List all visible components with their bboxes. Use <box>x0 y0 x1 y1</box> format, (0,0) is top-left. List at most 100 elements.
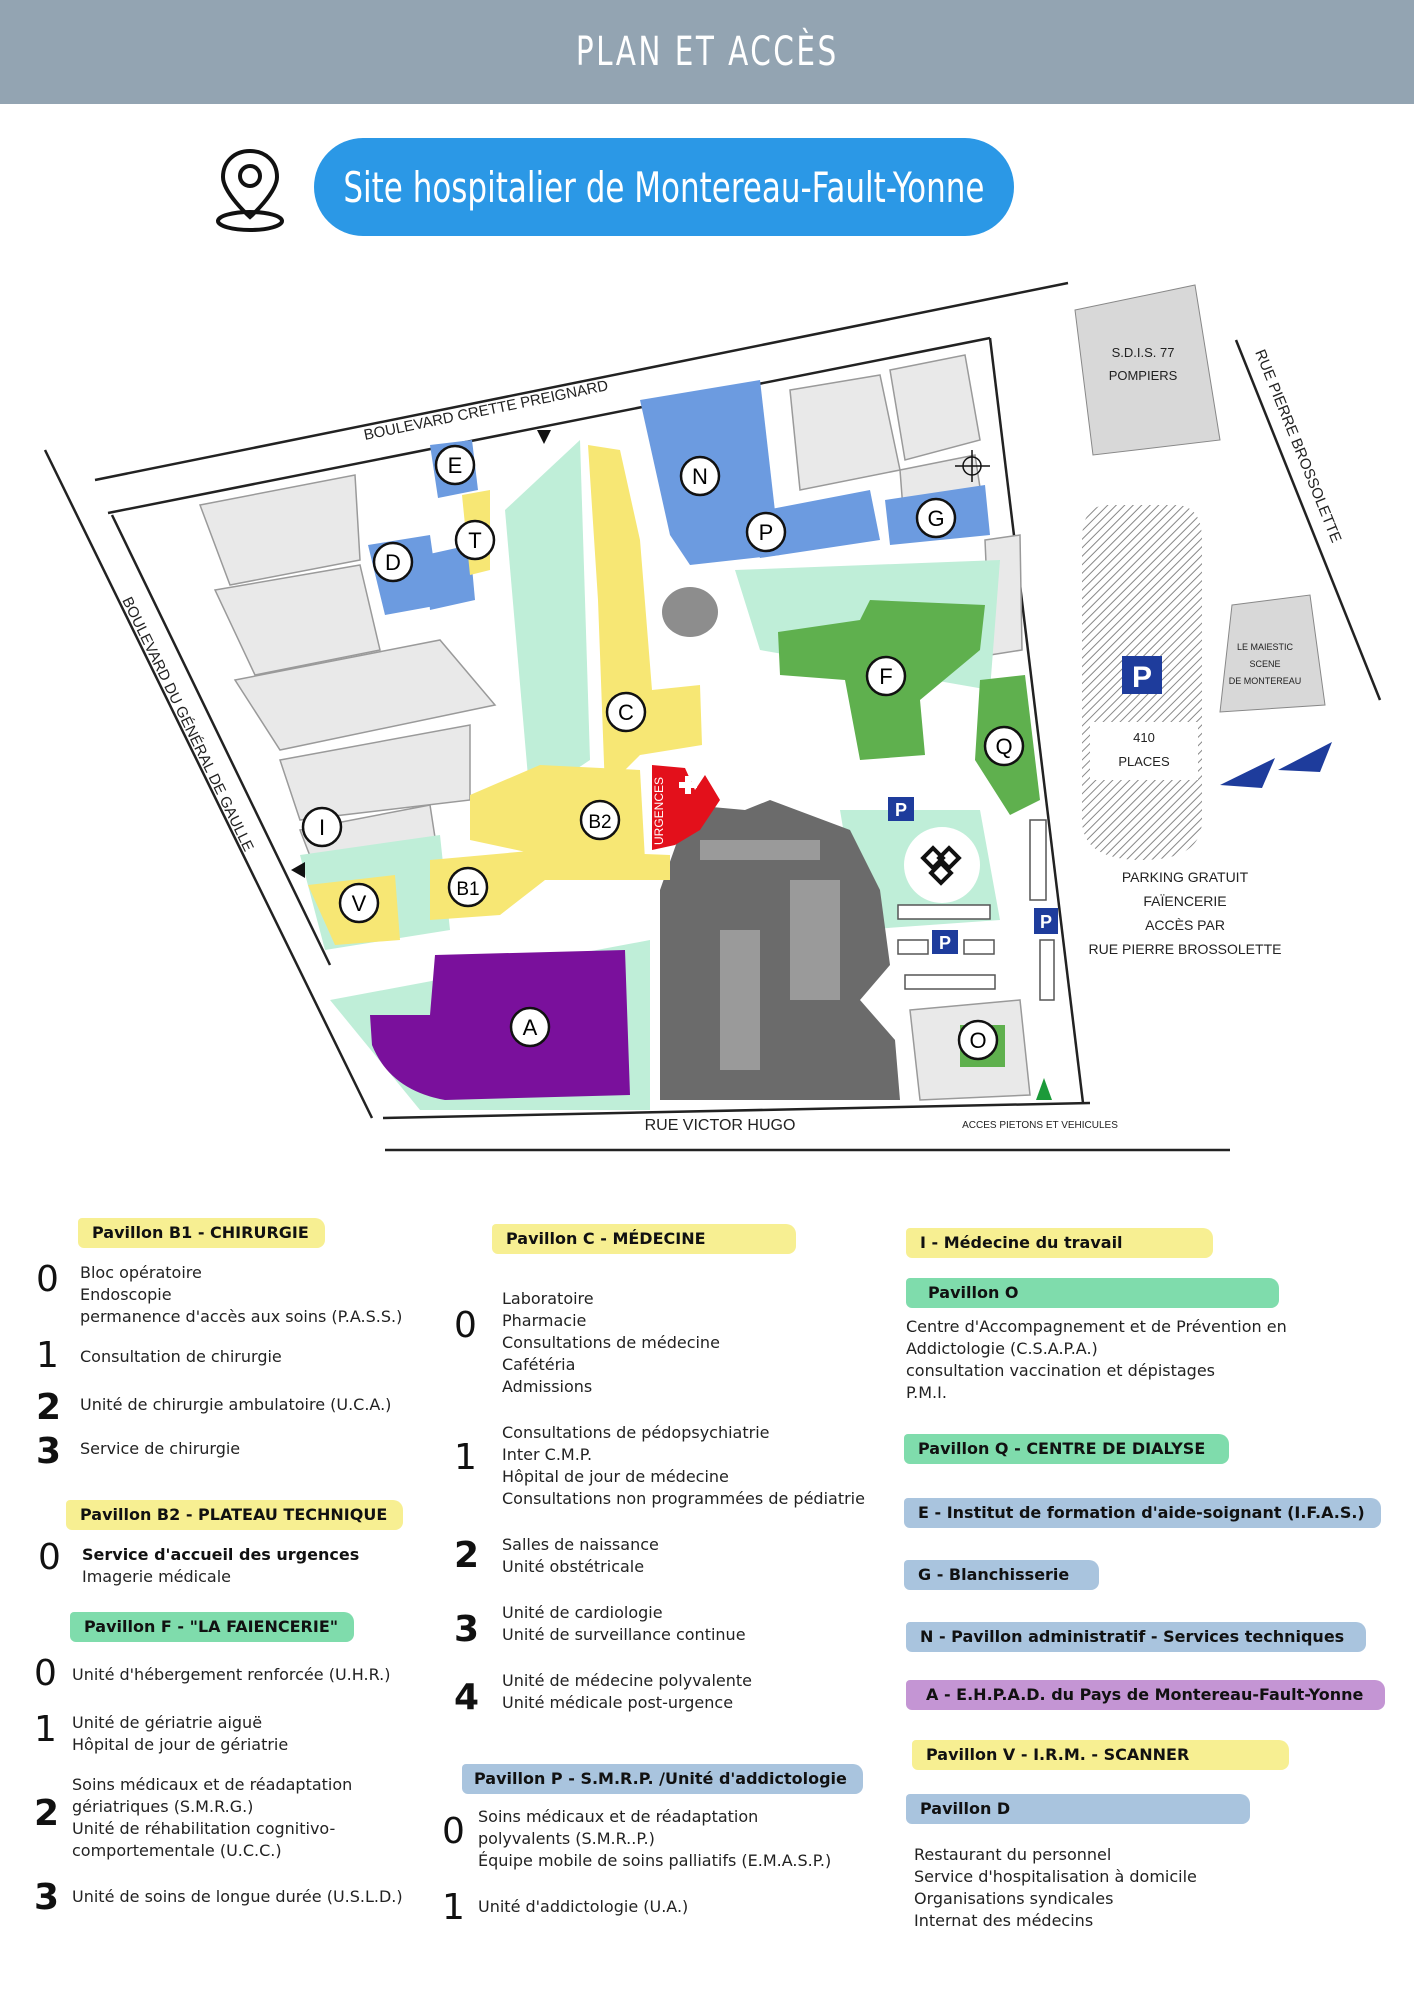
legend-p-floor-1: 1 Unité d'addictologie (U.A.) <box>442 1887 689 1928</box>
hospital-site-map: S.D.I.S. 77 POMPIERS LE MAIESTIC SCENE D… <box>43 281 1382 1152</box>
legend-n: N - Pavillon administratif - Services te… <box>906 1622 1367 1652</box>
majestic-label: LE MAIESTIC <box>1237 642 1294 652</box>
marker-N[interactable]: N <box>679 455 721 497</box>
svg-text:Q: Q <box>995 734 1012 759</box>
marker-T[interactable]: T <box>454 519 496 561</box>
site-name: Site hospitalier de Montereau-Fault-Yonn… <box>343 162 985 212</box>
parking-info: FAÏENCERIE <box>1143 893 1226 909</box>
legend-f-floor-0: 0 Unité d'hébergement renforcée (U.H.R.) <box>34 1653 391 1694</box>
round-building <box>662 587 718 637</box>
marker-I[interactable]: I <box>301 806 343 848</box>
marker-B2[interactable]: B2 <box>579 799 621 841</box>
parking-places-label: 410 <box>1133 730 1155 745</box>
legend-i-title: I - Médecine du travail <box>906 1228 1213 1258</box>
legend-c: Pavillon C - MÉDECINE <box>492 1224 796 1254</box>
legend-b1: Pavillon B1 - CHIRURGIE <box>70 1218 325 1248</box>
legend-p: Pavillon P - S.M.R.P. /Unité d'addictolo… <box>462 1764 863 1794</box>
direction-arrow-icon <box>1220 758 1275 788</box>
legend-c-floor-1: 1 Consultations de pédopsychiatrie Inter… <box>454 1423 865 1508</box>
svg-text:A: A <box>523 1015 538 1040</box>
svg-text:C: C <box>618 700 634 725</box>
legend-g: G - Blanchisserie <box>904 1560 1100 1590</box>
legend-b2-title: Pavillon B2 - PLATEAU TECHNIQUE <box>66 1500 404 1530</box>
legend-c-floor-0: 0 Laboratoire Pharmacie Consultations de… <box>454 1289 720 1396</box>
parking-sign <box>1122 656 1162 694</box>
street-south: RUE VICTOR HUGO <box>645 1117 796 1134</box>
parking-places-box <box>1090 722 1198 780</box>
legend-v-title: Pavillon V - I.R.M. - SCANNER <box>912 1740 1290 1770</box>
legend-g-title: G - Blanchisserie <box>904 1560 1100 1590</box>
legend-o-items: Centre d'Accompagnement et de Prévention… <box>906 1317 1287 1402</box>
marker-P[interactable]: P <box>745 511 787 553</box>
legend-a: A - E.H.P.A.D. du Pays de Montereau-Faul… <box>906 1680 1386 1710</box>
marker-F[interactable]: F <box>865 655 907 697</box>
legend-p-floor-0: 0 Soins médicaux et de réadaptation poly… <box>442 1807 832 1870</box>
page-title: PLAN ET ACCÈS <box>575 29 839 75</box>
marker-C[interactable]: C <box>605 691 647 733</box>
legend-b1-floor-0: 0 Bloc opératoire Endoscopie permanence … <box>36 1259 403 1327</box>
marker-O[interactable]: O <box>957 1019 999 1061</box>
marker-D[interactable]: D <box>372 541 414 583</box>
svg-text:I: I <box>319 815 325 840</box>
majestic-label: DE MONTEREAU <box>1229 676 1302 686</box>
legend-e: E - Institut de formation d'aide-soignan… <box>904 1498 1381 1528</box>
ehpad-building <box>370 950 630 1100</box>
sdis-label: S.D.I.S. 77 <box>1112 345 1175 360</box>
svg-text:T: T <box>468 528 481 553</box>
sdis-label: POMPIERS <box>1109 368 1178 383</box>
legend-e-title: E - Institut de formation d'aide-soignan… <box>904 1498 1381 1528</box>
marker-Q[interactable]: Q <box>983 725 1025 767</box>
legend-d-title: Pavillon D <box>906 1794 1251 1824</box>
entrance-arrow-icon <box>291 862 305 878</box>
legend-q-title: Pavillon Q - CENTRE DE DIALYSE <box>904 1434 1230 1464</box>
marker-V[interactable]: V <box>338 882 380 924</box>
majestic-label: SCENE <box>1249 659 1280 669</box>
legend-b1-title: Pavillon B1 - CHIRURGIE <box>78 1218 325 1248</box>
svg-text:V: V <box>352 891 367 916</box>
parking-info: PARKING GRATUIT <box>1122 869 1249 885</box>
legend-d: Pavillon D <box>906 1794 1251 1824</box>
historic-building-detail <box>700 840 840 1070</box>
svg-text:D: D <box>385 550 401 575</box>
legend-n-title: N - Pavillon administratif - Services te… <box>906 1622 1367 1652</box>
urgences-label: URGENCES <box>652 777 666 845</box>
legend-d-items: Restaurant du personnel Service d'hospit… <box>914 1845 1197 1930</box>
marker-A[interactable]: A <box>509 1006 551 1048</box>
legend-c-floor-3: 3 Unité de cardiologie Unité de surveill… <box>454 1603 746 1650</box>
legend-f-floor-1: 1 Unité de gériatrie aiguë Hôpital de jo… <box>34 1709 289 1755</box>
svg-text:P: P <box>759 520 774 545</box>
legend-o: Pavillon O <box>906 1278 1279 1308</box>
parking-places-label: PLACES <box>1118 754 1170 769</box>
cross-icon <box>679 776 697 794</box>
marker-G[interactable]: G <box>915 497 957 539</box>
legend-b1-floor-3: 3 Service de chirurgie <box>36 1431 241 1472</box>
street-east: RUE PIERRE BROSSOLETTE <box>1251 347 1344 545</box>
parking-spaces <box>897 819 1055 1001</box>
svg-text:G: G <box>927 506 944 531</box>
legend-i: I - Médecine du travail <box>906 1228 1213 1258</box>
compass-icon <box>955 450 990 482</box>
legend-b2: Pavillon B2 - PLATEAU TECHNIQUE <box>66 1500 404 1530</box>
legend-c-floor-4: 4 Unité de médecine polyvalente Unité mé… <box>454 1671 753 1718</box>
parking-symbol: P <box>939 933 951 953</box>
svg-text:E: E <box>448 453 463 478</box>
urgences-building <box>652 765 720 850</box>
parking-info: RUE PIERRE BROSSOLETTE <box>1089 941 1282 957</box>
entrance-arrow-icon <box>537 430 551 444</box>
helicopter-icon <box>920 845 962 886</box>
access-arrow-icon <box>1036 1078 1052 1100</box>
road-lines <box>43 281 1382 1152</box>
site-name-pill: Site hospitalier de Montereau-Fault-Yonn… <box>314 138 1014 236</box>
legend-o-title: Pavillon O <box>906 1278 1279 1308</box>
svg-text:N: N <box>692 464 708 489</box>
legend-f: Pavillon F - "LA FAIENCERIE" <box>70 1612 355 1642</box>
marker-B1[interactable]: B1 <box>447 866 489 908</box>
majestic-building <box>1219 594 1326 713</box>
street-north: BOULEVARD CRETTE PREIGNARD <box>362 377 609 444</box>
legend-f-floor-2: 2 Soins médicaux et de réadaptation géri… <box>34 1775 353 1860</box>
parking-sign <box>1034 908 1058 934</box>
legend-p-title: Pavillon P - S.M.R.P. /Unité d'addictolo… <box>462 1764 863 1794</box>
legend-b1-floor-1: 1 Consultation de chirurgie <box>36 1335 282 1376</box>
legend-c-title: Pavillon C - MÉDECINE <box>492 1224 796 1254</box>
marker-E[interactable]: E <box>434 444 476 486</box>
